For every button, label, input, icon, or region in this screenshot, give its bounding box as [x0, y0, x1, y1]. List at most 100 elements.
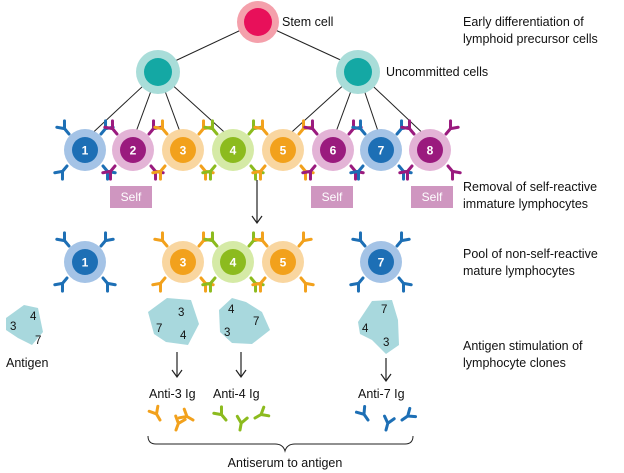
lymphocyte-number: 5 [280, 256, 287, 270]
antigen-7-epitope-3: 3 [383, 337, 389, 349]
lymphocyte-nucleus [72, 249, 98, 275]
receptor-icon [446, 164, 462, 181]
self-box-6: Self [311, 186, 353, 208]
free-antigen-epitope-4: 4 [30, 311, 37, 323]
receptor-icon [101, 276, 117, 293]
receptor-icon [55, 119, 71, 136]
lymphocyte-1: 1 [53, 231, 117, 293]
lymphocyte-number: 7 [378, 256, 385, 270]
receptor-icon [349, 276, 365, 293]
antigen-bound-to-clone-4: 4 3 7 [219, 298, 270, 344]
stage-1-line1: Early differentiation of [463, 15, 584, 29]
lymphocyte-5: 5 [251, 231, 315, 293]
antibody-icon [212, 405, 228, 422]
receptor-icon [351, 231, 367, 248]
lymphocyte-number: 3 [180, 256, 187, 270]
lymphocyte-nucleus [120, 137, 146, 163]
lymphocyte-7: 7 [349, 119, 413, 181]
receptor-icon [103, 119, 119, 136]
stage-4-line1: Antigen stimulation of [463, 339, 583, 353]
receptor-icon [53, 164, 69, 181]
lymphocyte-number: 1 [82, 144, 89, 158]
lymphocyte-5: 5 [251, 119, 315, 181]
mature-lymphocyte-pool: 1 3 4 5 7 [53, 231, 413, 293]
lymphocyte-nucleus [270, 137, 296, 163]
receptor-icon [203, 231, 219, 248]
uncommitted-cell-left [136, 50, 180, 94]
lymphocyte-number: 3 [180, 144, 187, 158]
antiserum-label: Antiserum to antigen [228, 456, 343, 470]
lymphocyte-nucleus [368, 137, 394, 163]
uncommitted-cells-label: Uncommitted cells [386, 65, 488, 79]
stage-4-line2: lymphocyte clones [463, 356, 566, 370]
receptor-icon [153, 231, 169, 248]
free-antigen-epitope-7: 7 [35, 335, 41, 347]
lymphocyte-7: 7 [349, 231, 413, 293]
stimulation-arrows [171, 352, 392, 383]
receptor-icon [99, 231, 115, 248]
self-box-8-text: Self [422, 190, 443, 204]
stage-3-line2: mature lymphocytes [463, 264, 575, 278]
anti-3-ig-label: Anti-3 Ig [149, 387, 196, 401]
lymphocyte-1: 1 [53, 119, 117, 181]
receptor-icon [398, 164, 414, 181]
antibody-icon [174, 414, 187, 432]
lymphocyte-number: 7 [378, 144, 385, 158]
selection-arrow [251, 180, 263, 225]
receptor-icon [53, 276, 69, 293]
antibody-icon [400, 406, 418, 422]
antibody-icon [383, 414, 396, 432]
lymphocyte-3: 3 [151, 231, 215, 293]
receptor-icon [151, 164, 167, 181]
antigen-3-epitope-3: 3 [178, 307, 184, 319]
receptor-icon [349, 164, 365, 181]
receptor-icon [201, 164, 217, 181]
antigen-bound-to-clone-7: 7 4 3 [358, 300, 399, 354]
receptor-icon [153, 119, 169, 136]
lymphocyte-3: 3 [151, 119, 215, 181]
receptor-icon [201, 276, 217, 293]
antigen-4-epitope-4: 4 [228, 304, 235, 316]
lymphocyte-number: 6 [330, 144, 337, 158]
antigen-7-epitope-7: 7 [381, 304, 387, 316]
receptor-icon [253, 119, 269, 136]
antigen-7-epitope-4: 4 [362, 323, 369, 335]
antibody-icon [235, 414, 249, 432]
secreted-antibodies [147, 404, 418, 432]
lymphocyte-number: 4 [230, 256, 237, 270]
receptor-icon [253, 231, 269, 248]
stage-2-line2: immature lymphocytes [463, 197, 588, 211]
lymphocyte-nucleus [270, 249, 296, 275]
receptor-icon [251, 164, 267, 181]
antigen-label: Antigen [6, 356, 48, 370]
antigen-4-epitope-3: 3 [224, 327, 230, 339]
receptor-icon [395, 231, 411, 248]
antibody-icon [147, 404, 162, 422]
receptor-icon [251, 276, 267, 293]
receptor-icon [297, 231, 313, 248]
antigen-4-epitope-7: 7 [253, 316, 259, 328]
receptor-icon [55, 231, 71, 248]
anti-4-ig-label: Anti-4 Ig [213, 387, 260, 401]
antigen-3-epitope-7: 7 [156, 323, 162, 335]
receptor-icon [397, 276, 413, 293]
receptor-icon [151, 276, 167, 293]
uncommitted-cell-right [336, 50, 380, 94]
receptor-icon [303, 119, 319, 136]
self-box-2-text: Self [121, 190, 142, 204]
receptor-icon [203, 119, 219, 136]
lymphocyte-nucleus [220, 249, 246, 275]
lymphocyte-8: 8 [398, 119, 462, 181]
receptor-icon [444, 119, 460, 136]
antiserum-brace [147, 435, 414, 453]
self-box-2: Self [110, 186, 152, 208]
antibody-icon [253, 405, 271, 420]
anti-7-ig-label: Anti-7 Ig [358, 387, 405, 401]
receptor-icon [400, 119, 416, 136]
lymphocyte-nucleus [320, 137, 346, 163]
stage-1-line2: lymphoid precursor cells [463, 32, 598, 46]
lymphocyte-number: 8 [427, 144, 434, 158]
lymphocyte-number: 1 [82, 256, 89, 270]
stage-labels: Early differentiation of lymphoid precur… [463, 15, 598, 370]
